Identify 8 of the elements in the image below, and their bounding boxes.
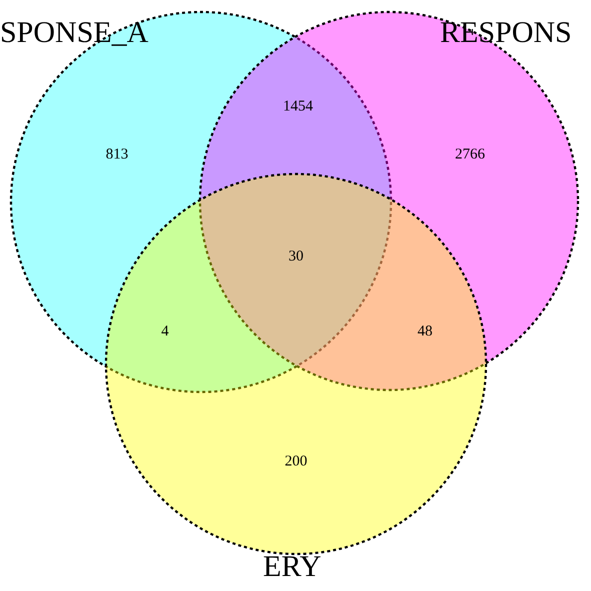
- region-count: 200: [284, 454, 308, 470]
- region-count: 30: [288, 250, 304, 264]
- region-count: 4: [161, 324, 169, 340]
- region-count: 2766: [455, 148, 485, 162]
- region-count: 813: [106, 148, 128, 162]
- region-count: 48: [418, 324, 432, 340]
- region-count: 1454: [283, 100, 313, 114]
- set-label: ERY: [263, 552, 322, 582]
